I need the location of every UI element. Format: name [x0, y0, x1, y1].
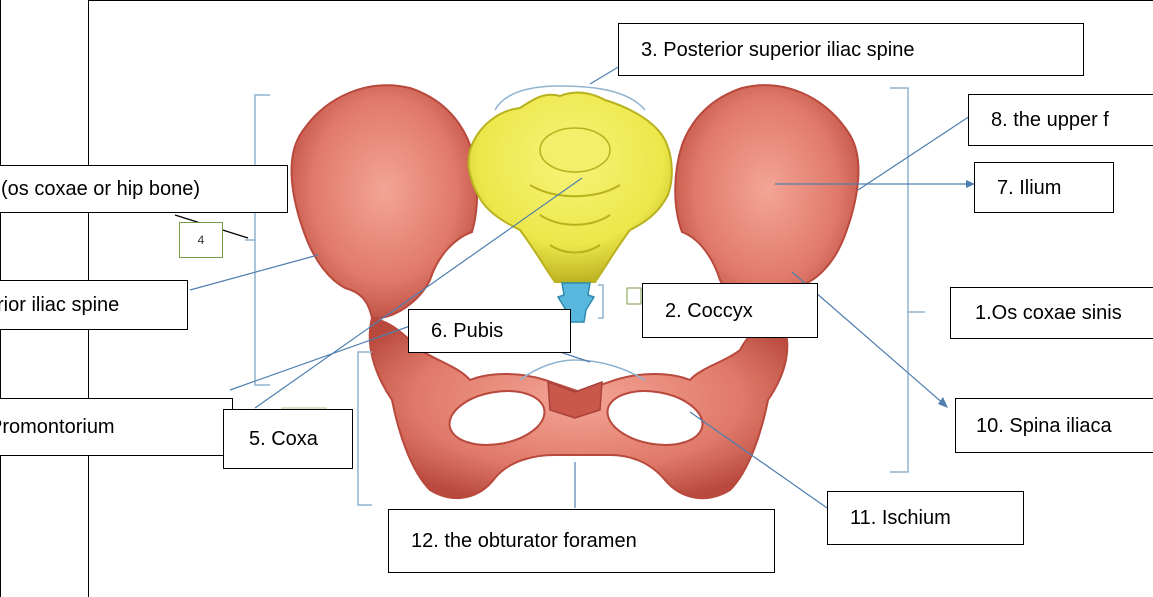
sacral-promontory: [540, 128, 610, 172]
coccyx-tag: [627, 288, 641, 304]
label-4-number: 4: [179, 222, 223, 258]
label-8-upper-f: 8. the upper f: [968, 94, 1153, 146]
coccyx-bracket: [598, 285, 603, 318]
label-10-spina-iliaca: 10. Spina iliaca: [955, 398, 1153, 453]
left-hip-bracket: [245, 95, 270, 385]
pointer-8: [858, 116, 970, 190]
pubic-symphysis: [548, 382, 602, 418]
label-1-os-coxae: 1.Os coxae sinis: [950, 287, 1153, 339]
sacrum: [468, 93, 671, 282]
lower-pelvis-bracket: [358, 352, 372, 505]
label-7-ilium: 7. Ilium: [974, 162, 1114, 213]
label-9-iliac-spine: rior iliac spine: [0, 280, 188, 330]
label-12-obturator-foramen: 12. the obturator foramen: [388, 509, 775, 573]
label-4-hip-bone: (os coxae or hip bone): [0, 165, 288, 213]
label-promontorium: Promontorium: [0, 398, 233, 456]
label-3-posterior-superior-iliac-spine: 3. Posterior superior iliac spine: [618, 23, 1084, 76]
label-5-coxa: 5. Coxa: [223, 409, 353, 469]
left-ilium-wing: [292, 85, 478, 318]
right-hip-bracket: [890, 88, 925, 472]
label-2-coccyx: 2. Coccyx: [642, 283, 818, 338]
label-6-pubis: 6. Pubis: [408, 309, 571, 353]
pointer-9: [190, 255, 318, 290]
label-11-ischium: 11. Ischium: [827, 491, 1024, 545]
